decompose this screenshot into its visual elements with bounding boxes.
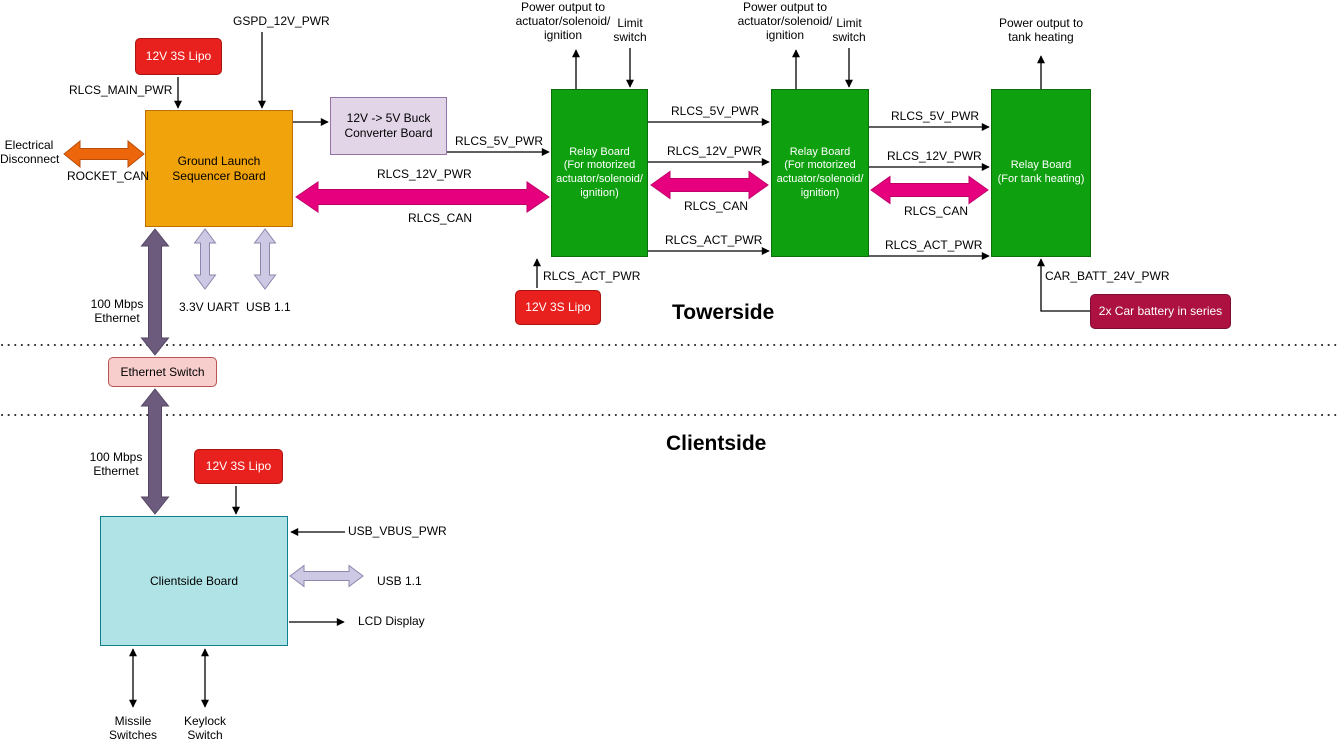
gls-ethswitch-ethernet-arrow xyxy=(140,228,170,356)
battery-to-relay3-arrow xyxy=(1037,258,1090,312)
rlcs-12v-pwr-label-1: RLCS_12V_PWR xyxy=(377,167,472,181)
rlcs-main-pwr-label: RLCS_MAIN_PWR xyxy=(69,83,173,97)
keylock-switch-label: Keylock Switch xyxy=(183,714,227,742)
rlcs-5v-pwr-label-3: RLCS_5V_PWR xyxy=(891,109,980,123)
clientside-title: Clientside xyxy=(666,432,767,455)
relay2-relay3-can-arrow xyxy=(870,175,989,205)
lipo-battery-client: 12V 3S Lipo xyxy=(194,449,283,484)
electrical-disconnect-label: Electrical Disconnect xyxy=(0,138,60,166)
car-batt-24v-pwr-label: CAR_BATT_24V_PWR xyxy=(1045,269,1170,283)
rlcs-act-pwr-label-3: RLCS_ACT_PWR xyxy=(885,238,983,252)
usb-label-towerside: USB 1.1 xyxy=(246,300,291,314)
rocket-can-label: ROCKET_CAN xyxy=(67,169,150,183)
towerside-title: Towerside xyxy=(672,301,775,324)
ethernet-switch-box: Ethernet Switch xyxy=(108,357,217,387)
lipo-battery-main: 12V 3S Lipo xyxy=(135,38,222,75)
ethernet-100mbps-label-2: 100 Mbps Ethernet xyxy=(89,450,143,478)
rlcs-5v-pwr-label-2: RLCS_5V_PWR xyxy=(671,104,760,118)
clientboard-usb-arrow xyxy=(289,564,364,588)
usb-vbus-pwr-label: USB_VBUS_PWR xyxy=(348,524,447,538)
gls-usb-arrow xyxy=(253,228,277,290)
clientside-board: Clientside Board xyxy=(100,516,288,646)
ground-launch-sequencer-board: Ground Launch Sequencer Board xyxy=(145,110,293,227)
rlcs-act-pwr-label-2: RLCS_ACT_PWR xyxy=(665,233,763,247)
uart-label: 3.3V UART xyxy=(179,300,240,314)
rlcs-12v-pwr-label-2: RLCS_12V_PWR xyxy=(667,144,762,158)
rlcs-can-label-1: RLCS_CAN xyxy=(408,211,473,225)
lipo-battery-relay: 12V 3S Lipo xyxy=(515,290,601,325)
relay-board-3: Relay Board (For tank heating) xyxy=(991,89,1091,257)
rlcs-can-label-3: RLCS_CAN xyxy=(904,204,969,218)
power-output-label-1: Power output to actuator/solenoid/ ignit… xyxy=(515,0,611,42)
ethernet-100mbps-label-1: 100 Mbps Ethernet xyxy=(90,297,144,325)
rocket-can-arrow xyxy=(63,139,145,169)
relay1-relay2-can-arrow xyxy=(650,170,769,200)
power-output-tank-label: Power output to tank heating xyxy=(998,16,1084,44)
rlcs-5v-pwr-label-1: RLCS_5V_PWR xyxy=(455,134,544,148)
buck-converter-board: 12V -> 5V Buck Converter Board xyxy=(330,97,447,155)
car-battery-box: 2x Car battery in series xyxy=(1090,294,1231,329)
rlcs-act-pwr-label-1: RLCS_ACT_PWR xyxy=(543,269,641,283)
gspd-12v-pwr-label: GSPD_12V_PWR xyxy=(233,14,330,28)
ethswitch-client-ethernet-arrow xyxy=(140,388,170,515)
lcd-display-label: LCD Display xyxy=(358,614,425,628)
relay-board-1: Relay Board (For motorized actuator/sole… xyxy=(551,89,648,257)
relay-board-2: Relay Board (For motorized actuator/sole… xyxy=(771,89,869,257)
gls-relay1-can-arrow xyxy=(295,181,550,213)
limit-switch-label-1: Limit switch xyxy=(613,16,647,44)
power-output-label-2: Power output to actuator/solenoid/ ignit… xyxy=(737,0,833,42)
usb-label-clientside: USB 1.1 xyxy=(377,574,422,588)
missile-switches-label: Missile Switches xyxy=(108,714,158,742)
rlcs-can-label-2: RLCS_CAN xyxy=(684,199,749,213)
gls-uart-arrow xyxy=(193,228,217,290)
rlcs-12v-pwr-label-3: RLCS_12V_PWR xyxy=(887,149,982,163)
limit-switch-label-2: Limit switch xyxy=(832,16,866,44)
